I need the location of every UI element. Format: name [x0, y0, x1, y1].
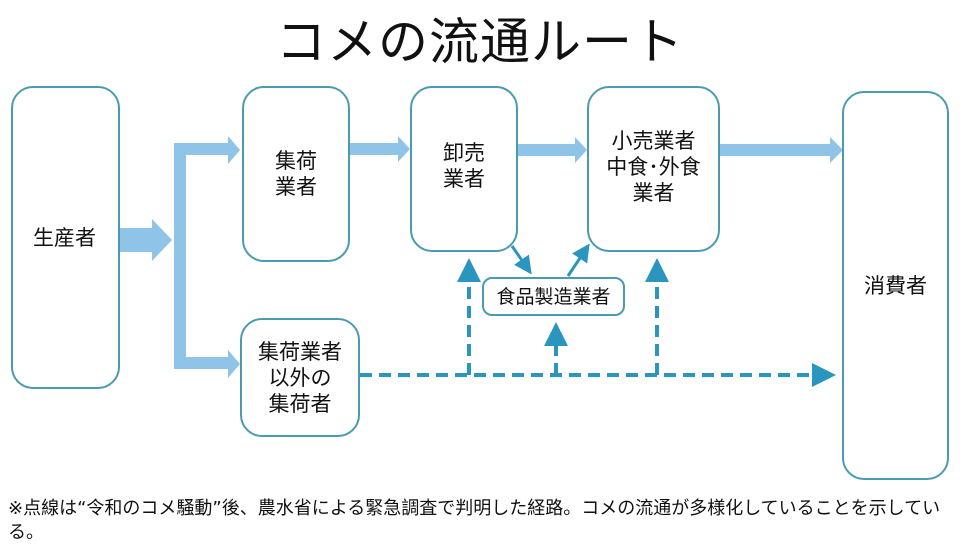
node-wholesaler-label: 卸売 業者 — [443, 141, 485, 191]
node-other-collector: 集荷業者 以外の 集荷者 — [240, 318, 360, 437]
node-food-manufacturer: 食品製造業者 — [482, 277, 625, 316]
node-retailer-label: 小売業者 中食･外食 業者 — [606, 129, 701, 205]
node-producer-label: 生産者 — [33, 225, 96, 250]
arrow-wholesaler-to-food-mfr — [510, 245, 532, 275]
node-collector: 集荷 業者 — [242, 86, 350, 262]
node-consumer: 消費者 — [842, 91, 949, 480]
arrow-to-other-collector — [174, 350, 240, 378]
page-title: コメの流通ルート — [276, 13, 684, 71]
node-retailer: 小売業者 中食･外食 業者 — [587, 86, 720, 252]
arrow-to-collector — [174, 136, 240, 164]
node-consumer-label: 消費者 — [864, 273, 927, 298]
arrow-wholesaler-to-retailer — [518, 137, 587, 163]
arrow-collector-to-wholesaler — [350, 136, 410, 162]
branch-trunk — [174, 143, 186, 369]
arrow-retailer-to-consumer — [720, 137, 843, 163]
footnote: ※点線は“令和のコメ騒動”後、農水省による緊急調査で判明した経路。コメの流通が多… — [8, 498, 941, 543]
arrow-food-mfr-to-retailer — [566, 243, 590, 277]
node-wholesaler: 卸売 業者 — [410, 86, 518, 252]
node-producer: 生産者 — [11, 86, 120, 389]
node-food-manufacturer-label: 食品製造業者 — [496, 285, 611, 308]
node-other-collector-label: 集荷業者 以外の 集荷者 — [258, 339, 342, 416]
node-collector-label: 集荷 業者 — [275, 149, 317, 199]
